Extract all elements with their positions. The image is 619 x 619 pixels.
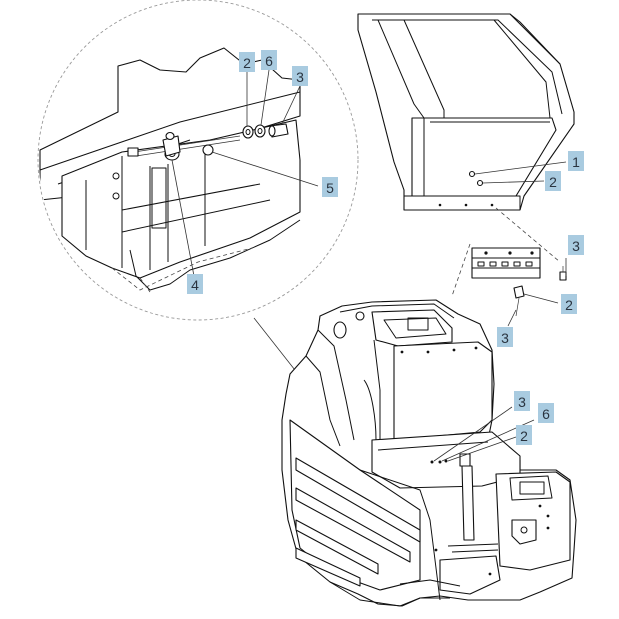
callout-c5: 4 xyxy=(187,274,203,294)
callout-box xyxy=(568,235,584,255)
callout-number: 2 xyxy=(549,174,557,190)
detail-view xyxy=(37,0,359,441)
callout-box xyxy=(497,327,513,347)
callout-number: 2 xyxy=(565,297,573,313)
callout-c13: 2 xyxy=(516,425,532,445)
callout-c6: 1 xyxy=(568,151,584,171)
callout-number: 2 xyxy=(243,55,251,71)
callout-number: 3 xyxy=(518,394,526,410)
callout-box xyxy=(292,66,308,86)
callout-box xyxy=(261,50,277,70)
callout-c8: 3 xyxy=(568,235,584,255)
hinge-plate xyxy=(451,243,567,327)
detail-bracket-drawing xyxy=(39,47,301,293)
callout-c2: 6 xyxy=(261,50,277,70)
callout-c3: 3 xyxy=(292,66,308,86)
callout-box xyxy=(568,151,584,171)
side-vent-ribs xyxy=(295,457,421,587)
callout-box xyxy=(187,274,203,294)
callout-c10: 3 xyxy=(497,327,513,347)
storage-box xyxy=(357,13,575,263)
callout-number: 3 xyxy=(501,330,509,346)
callout-c7: 2 xyxy=(545,171,561,191)
callout-box xyxy=(322,177,338,197)
callout-c4: 5 xyxy=(322,177,338,197)
callout-c11: 3 xyxy=(514,391,530,411)
main-body-assembly xyxy=(281,299,577,607)
callout-box xyxy=(561,294,577,314)
callout-box xyxy=(538,403,554,423)
callout-number: 2 xyxy=(520,428,528,444)
callout-number: 3 xyxy=(572,238,580,254)
callout-box xyxy=(514,391,530,411)
callout-number: 1 xyxy=(572,154,580,170)
callout-number: 3 xyxy=(296,69,304,85)
callout-box xyxy=(239,52,255,72)
callout-c9: 2 xyxy=(561,294,577,314)
callout-number: 5 xyxy=(326,180,334,196)
callout-box xyxy=(545,171,561,191)
callout-number: 4 xyxy=(191,277,199,293)
callout-box xyxy=(516,425,532,445)
callout-number: 6 xyxy=(542,406,550,422)
callout-c12: 6 xyxy=(538,403,554,423)
callout-c1: 2 xyxy=(239,52,255,72)
detail-circle xyxy=(37,0,359,321)
callout-number: 6 xyxy=(265,53,273,69)
